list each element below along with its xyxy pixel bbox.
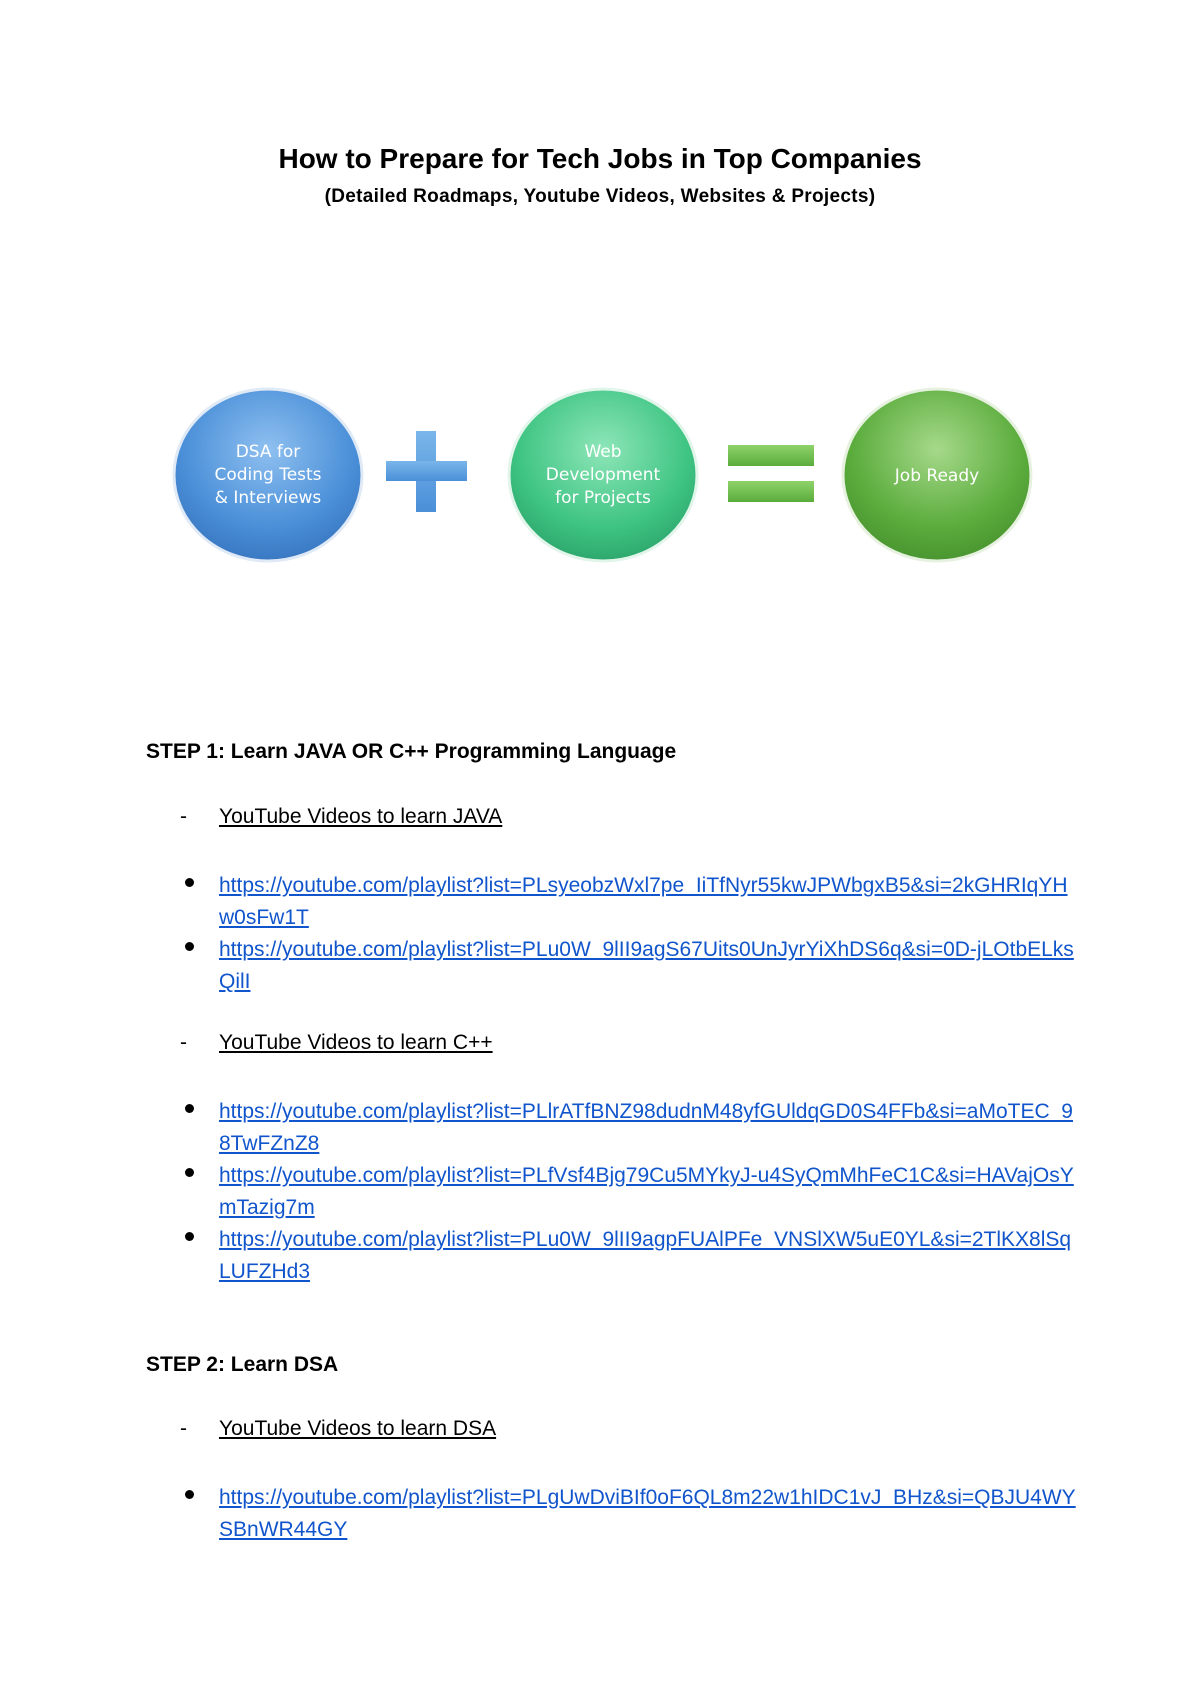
web-dev-circle-line-1: Web: [584, 442, 621, 462]
dsa-circle-line-1: DSA for: [236, 442, 301, 462]
cpp-videos-item: - YouTube Videos to learn C++: [180, 1031, 493, 1055]
job-ready-label: Job Ready: [894, 466, 979, 486]
bullet-icon: [185, 942, 194, 951]
cpp-videos-label: YouTube Videos to learn C++: [219, 1031, 493, 1054]
web-dev-circle-line-3: for Projects: [555, 488, 651, 508]
dsa-circle: DSA for Coding Tests & Interviews: [172, 387, 364, 563]
job-ready-circle: Job Ready: [841, 387, 1033, 563]
dsa-videos-item: - YouTube Videos to learn DSA: [180, 1417, 496, 1441]
java-videos-item: - YouTube Videos to learn JAVA: [180, 805, 502, 829]
dash-marker: -: [180, 1417, 187, 1440]
bullet-icon: [185, 1168, 194, 1177]
dash-marker: -: [180, 805, 187, 828]
dsa-circle-line-3: & Interviews: [215, 488, 322, 508]
java-playlist-link-2[interactable]: https://youtube.com/playlist?list=PLu0W_…: [219, 938, 1074, 993]
web-dev-circle-line-2: Development: [546, 465, 661, 485]
dsa-circle-line-2: Coding Tests: [214, 465, 321, 485]
step2-heading: STEP 2: Learn DSA: [146, 1353, 339, 1376]
dash-marker: -: [180, 1031, 187, 1054]
cpp-playlist-link-3[interactable]: https://youtube.com/playlist?list=PLu0W_…: [219, 1228, 1072, 1283]
java-videos-label: YouTube Videos to learn JAVA: [219, 805, 503, 828]
bullet-icon: [185, 1232, 194, 1241]
bullet-icon: [185, 878, 194, 887]
dsa-playlist-link-1[interactable]: https://youtube.com/playlist?list=PLgUwD…: [219, 1486, 1076, 1541]
page-title: How to Prepare for Tech Jobs in Top Comp…: [278, 143, 922, 174]
dsa-videos-label: YouTube Videos to learn DSA: [219, 1417, 497, 1440]
cpp-playlist-link-1[interactable]: https://youtube.com/playlist?list=PLlrAT…: [219, 1100, 1073, 1155]
roadmap-diagram: DSA for Coding Tests & Interviews Web De…: [172, 387, 1033, 563]
cpp-playlist-link-2[interactable]: https://youtube.com/playlist?list=PLfVsf…: [219, 1164, 1074, 1219]
step1-heading: STEP 1: Learn JAVA OR C++ Programming La…: [146, 740, 677, 763]
page-subtitle: (Detailed Roadmaps, Youtube Videos, Webs…: [324, 186, 876, 207]
bullet-icon: [185, 1104, 194, 1113]
java-playlist-link-1[interactable]: https://youtube.com/playlist?list=PLsyeo…: [219, 874, 1068, 929]
bullet-icon: [185, 1490, 194, 1499]
web-dev-circle: Web Development for Projects: [507, 387, 699, 563]
equals-icon: [728, 445, 814, 502]
plus-icon: [386, 431, 467, 512]
